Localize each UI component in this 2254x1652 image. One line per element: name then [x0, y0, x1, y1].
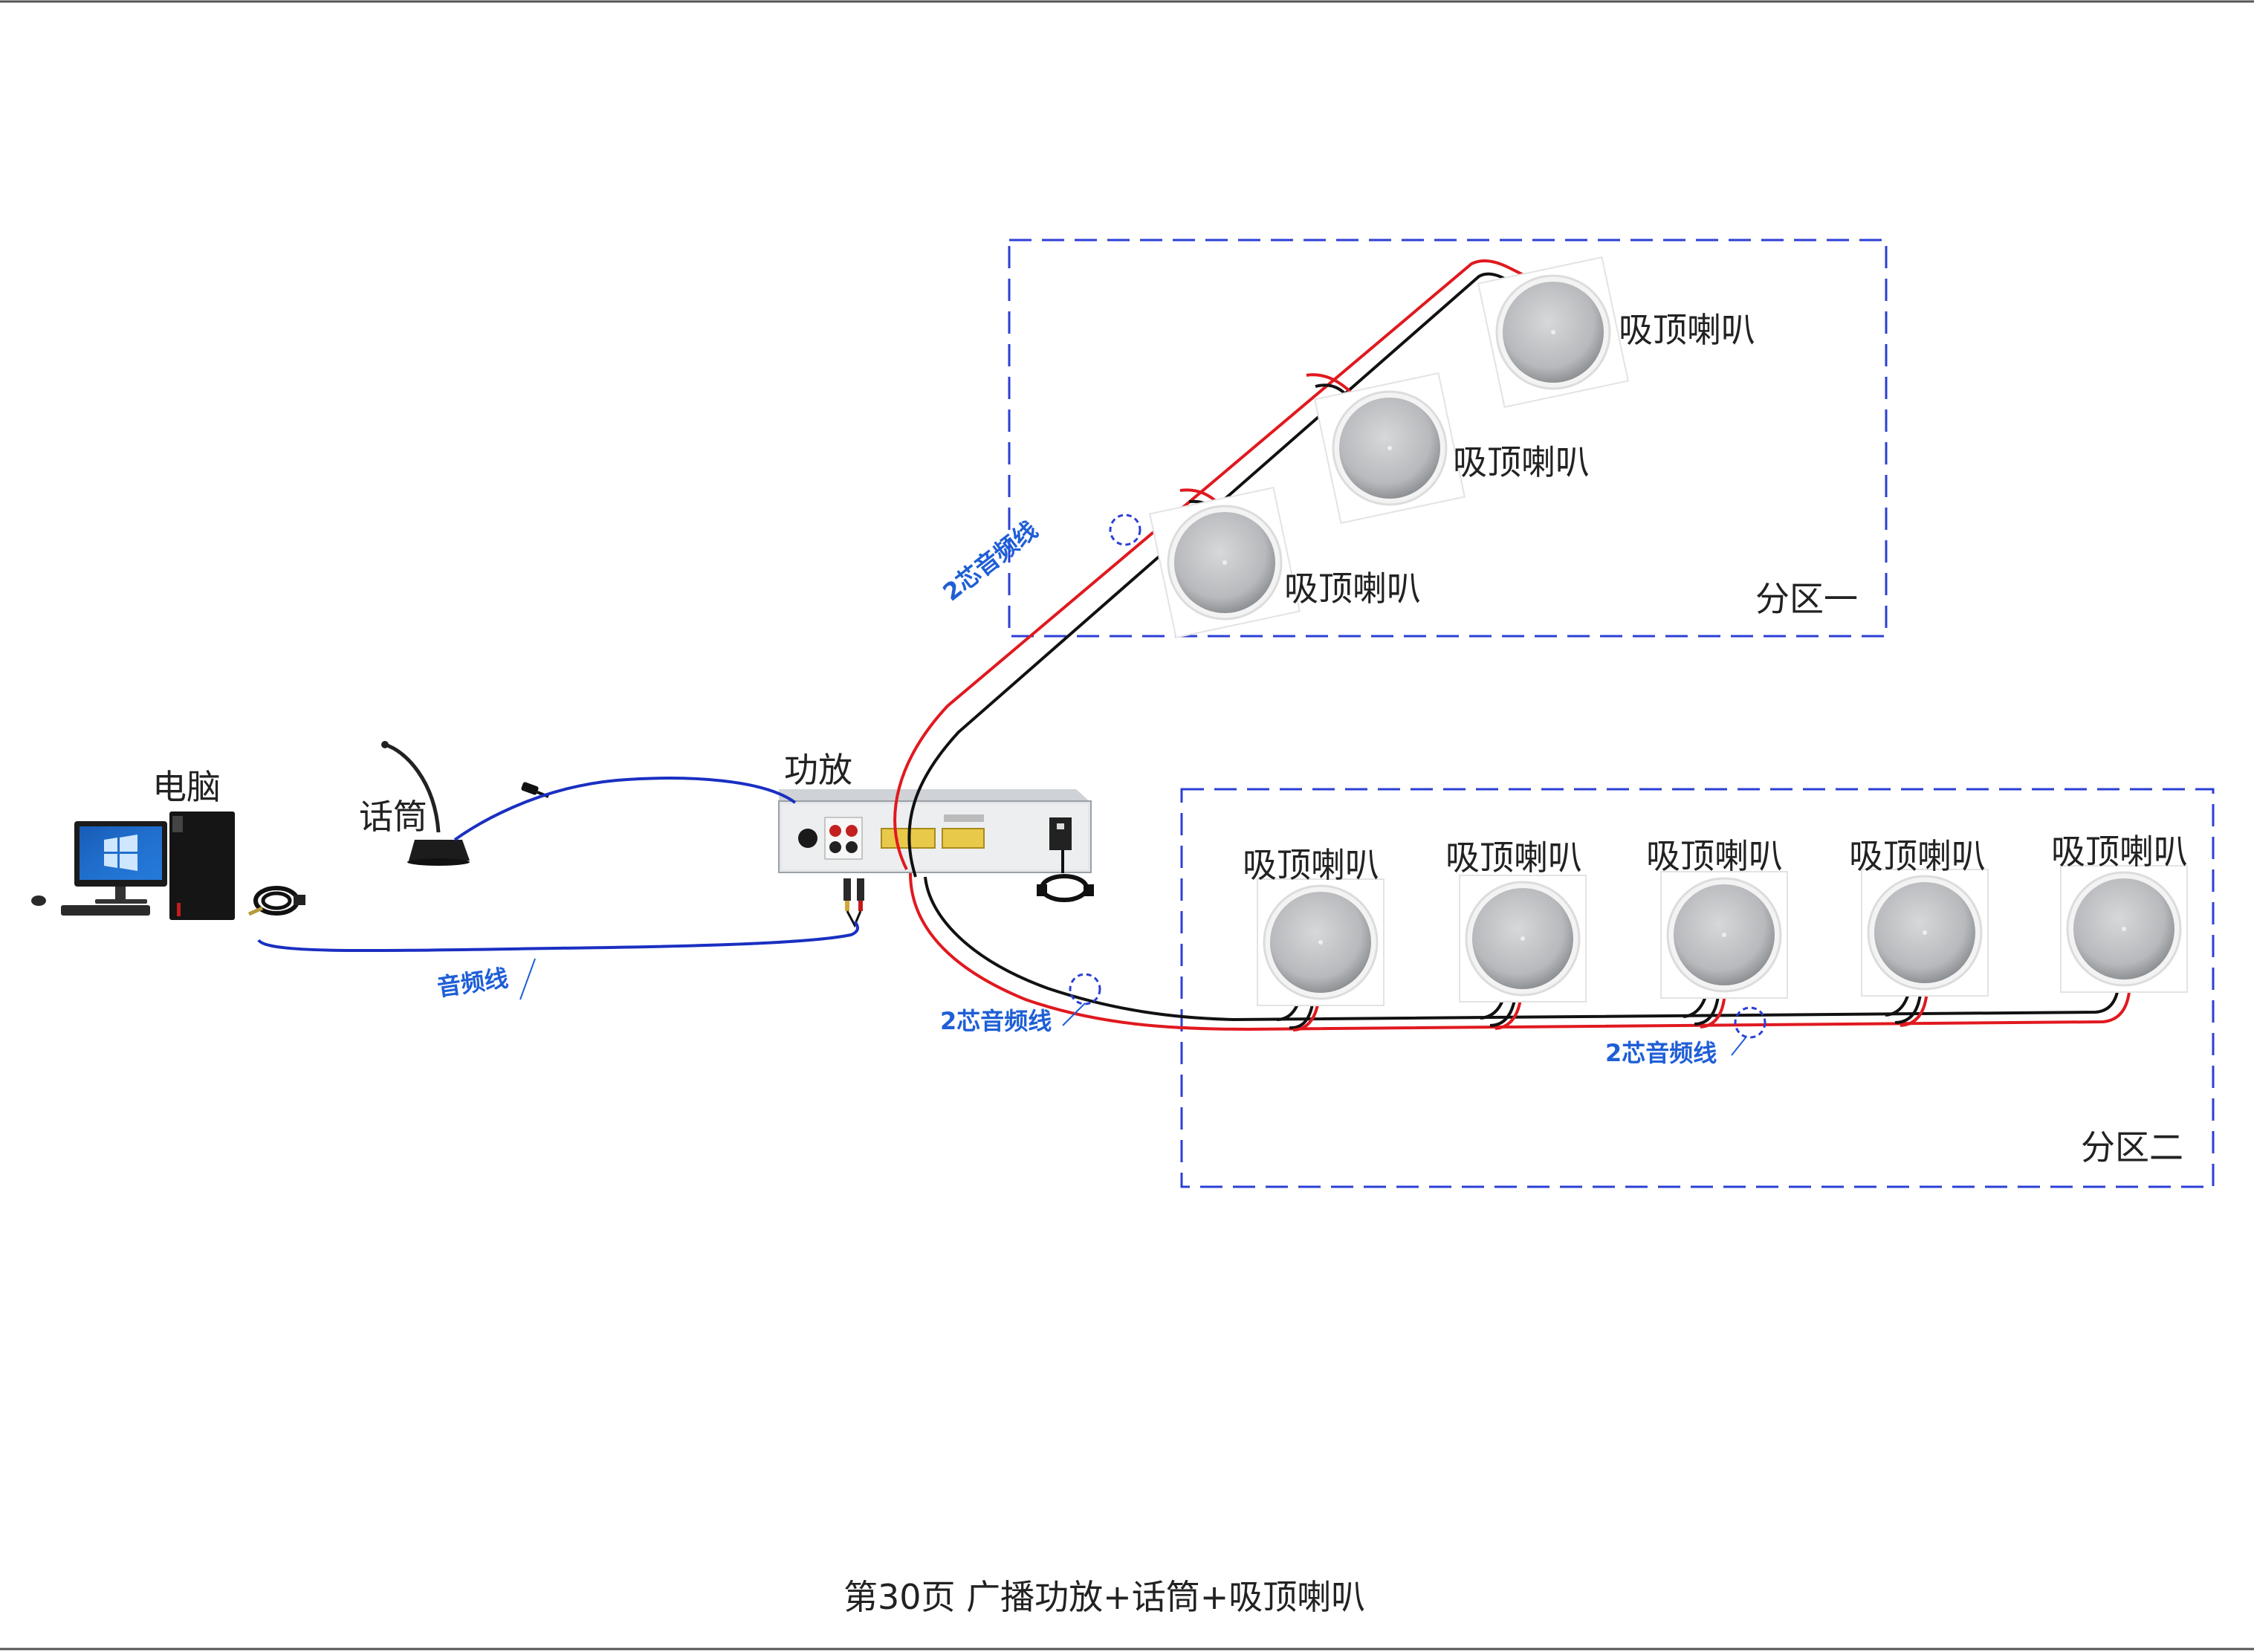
zone-1-label: 分区一 [1755, 579, 1858, 619]
computer-icon [31, 812, 235, 920]
rca-plug-icon [843, 878, 864, 928]
zone2-cable-label-a: 2芯音频线 [940, 1007, 1052, 1035]
zone2-cable-label-b: 2芯音频线 [1605, 1039, 1717, 1067]
power-cord-icon [1037, 850, 1094, 902]
zone2-leader-b [1731, 1036, 1747, 1056]
ceiling-speaker-icon [1861, 869, 1989, 997]
speaker-label: 吸顶喇叭 [2051, 832, 2188, 872]
zone-2-box [1180, 788, 2215, 1188]
speaker-label: 吸顶喇叭 [1646, 836, 1783, 876]
ceiling-speaker-icon [2060, 865, 2188, 993]
audio-plug-icon [247, 886, 305, 916]
computer-to-amp-cable [257, 920, 859, 953]
zone1-black-wire [907, 272, 1525, 878]
zone1-cable-label: 2芯音频线 [938, 516, 1043, 606]
ceiling-speaker-icon [1660, 871, 1788, 999]
microphone-icon [381, 741, 470, 866]
microphone-label: 话筒 [359, 797, 427, 837]
speaker-label: 吸顶喇叭 [1445, 838, 1582, 878]
speakers-layer: 吸顶喇叭吸顶喇叭吸顶喇叭吸顶喇叭吸顶喇叭吸顶喇叭吸顶喇叭吸顶喇叭 [1148, 256, 2188, 1006]
audio-cable-label: 音频线 [435, 964, 510, 1002]
zone2-red-wire [909, 872, 2131, 1031]
ceiling-speaker-icon [1477, 256, 1630, 409]
zone-2-label: 分区二 [2081, 1127, 2183, 1167]
speaker-label: 吸顶喇叭 [1284, 569, 1421, 609]
ceiling-speaker-icon [1459, 875, 1587, 1002]
amplifier-label: 功放 [784, 750, 852, 790]
speaker-label: 吸顶喇叭 [1453, 442, 1590, 482]
zone2-leader-a [1062, 1002, 1086, 1026]
zone2-black-wire [924, 876, 2119, 1022]
amplifier-icon [778, 789, 1092, 873]
audio-cable-leader [519, 958, 536, 1000]
speaker-label: 吸顶喇叭 [1243, 845, 1379, 885]
ceiling-speaker-icon [1313, 372, 1466, 525]
ceiling-speaker-icon [1148, 486, 1301, 639]
zone2-cable-marker-b [1734, 1006, 1766, 1039]
computer-label: 电脑 [152, 767, 221, 807]
zone2-cable-marker-a [1069, 973, 1101, 1005]
zone2-drop-red [1292, 989, 1928, 1031]
ceiling-speaker-icon [1257, 878, 1385, 1006]
zone1-cable-marker [1109, 514, 1141, 546]
zone-1-box [1008, 239, 1888, 638]
speaker-label: 吸顶喇叭 [1619, 310, 1755, 350]
speaker-label: 吸顶喇叭 [1849, 836, 1986, 876]
page-caption: 第30页 广播功放+话筒+吸顶喇叭 [843, 1577, 1365, 1617]
mic-to-amp-cable [453, 777, 797, 841]
